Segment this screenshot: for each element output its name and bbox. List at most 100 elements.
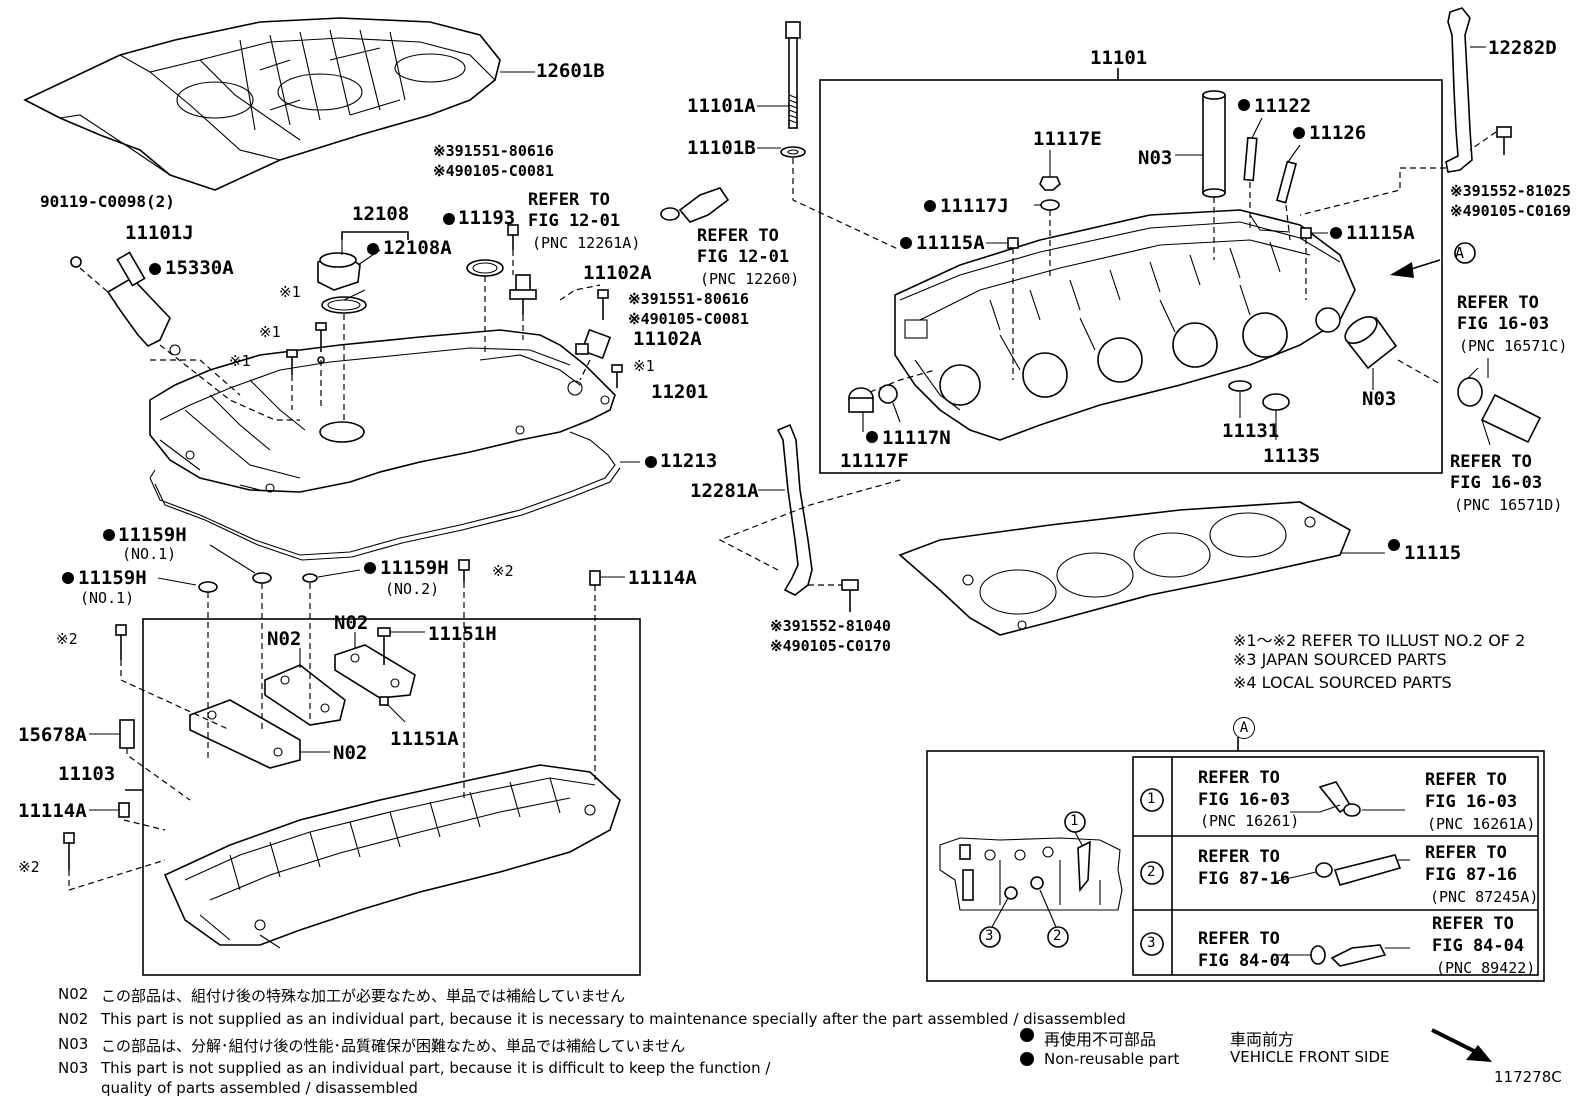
- table-row1-left2: FIG 16-03: [1198, 790, 1291, 810]
- camshaft-housing-box: [142, 618, 641, 976]
- label-no1-b: (NO.1): [80, 589, 135, 607]
- legend-front-en: VEHICLE FRONT SIDE: [1230, 1048, 1390, 1066]
- remark-2: ※3 JAPAN SOURCED PARTS: [1233, 650, 1447, 669]
- label-11117F: 11117F: [840, 450, 909, 472]
- label-11114A-b: 11114A: [18, 800, 87, 822]
- label-490105-C0169: ※490105-C0169: [1450, 202, 1571, 220]
- remark-3: ※4 LOCAL SOURCED PARTS: [1233, 673, 1452, 692]
- fuel-hose-16571: [1457, 367, 1542, 444]
- label-pnc-16571D: (PNC 16571D): [1454, 496, 1563, 514]
- non-reusable-markers: [62, 99, 1400, 584]
- table-row2-right3: (PNC 87245A): [1430, 888, 1539, 906]
- table-row2-left2: FIG 87-16: [1198, 869, 1291, 889]
- label-mark1-c: ※1: [229, 352, 251, 370]
- valve-guide-11126: [1275, 160, 1297, 204]
- label-11201: 11201: [651, 381, 709, 403]
- inset-callout-1: 1: [1070, 813, 1079, 829]
- label-11126: 11126: [1309, 122, 1367, 144]
- label-pnc-16571C: (PNC 16571C): [1459, 337, 1568, 355]
- label-mark2-b: ※2: [56, 630, 78, 648]
- label-15330A: 15330A: [165, 257, 234, 279]
- label-11131: 11131: [1222, 420, 1280, 442]
- camshaft-cap-N02-c: [334, 644, 416, 699]
- valve-guide-11122: [1243, 136, 1258, 182]
- detail-A-inset: [939, 837, 1123, 911]
- label-N03-a: N03: [1138, 147, 1173, 169]
- note-3-code: N03: [58, 1035, 89, 1053]
- note-2-text: This part is not supplied as an individu…: [101, 1010, 1126, 1028]
- legend-dot-jp: [1020, 1028, 1034, 1042]
- dowel-pin-11115A-right: [1300, 227, 1312, 239]
- label-12281A: 12281A: [690, 480, 759, 502]
- gasket-11213: [149, 431, 621, 561]
- label-fig-16-03-d: FIG 16-03: [1450, 473, 1543, 493]
- label-11159H-b: 11159H: [78, 567, 147, 589]
- label-11101: 11101: [1090, 47, 1148, 69]
- label-11135: 11135: [1263, 445, 1321, 467]
- table-row1-right1: REFER TO: [1425, 770, 1507, 790]
- label-refer-to-c: REFER TO: [1457, 293, 1539, 313]
- head-gasket-11115: [898, 501, 1352, 636]
- inset-callout-2: 2: [1053, 928, 1062, 944]
- label-fig-16-03-c: FIG 16-03: [1457, 314, 1550, 334]
- label-391552-81025: ※391552-81025: [1450, 182, 1571, 200]
- label-11159H-c: 11159H: [380, 557, 449, 579]
- valve-cover-bolts: [286, 289, 623, 388]
- label-fig-12-01-b: FIG 12-01: [697, 247, 790, 267]
- tube-N03: [1202, 90, 1226, 198]
- cam-position-sensor-11102A: [507, 224, 612, 360]
- label-11101J: 11101J: [125, 222, 194, 244]
- table-row1-left3: (PNC 16261): [1200, 812, 1300, 830]
- table-row1-left1: REFER TO: [1198, 768, 1280, 788]
- label-mark2-a: ※2: [492, 562, 514, 580]
- label-pnc-12260: (PNC 12260): [700, 270, 800, 288]
- table-row3-left1: REFER TO: [1198, 929, 1280, 949]
- note-4-code: N03: [58, 1059, 89, 1077]
- table-row3-right3: (PNC 89422): [1436, 959, 1536, 977]
- label-391551-80616-b: ※391551-80616: [628, 290, 749, 308]
- camshaft-cap-N02-a: [189, 699, 301, 769]
- label-391551-80616-a: ※391551-80616: [433, 142, 554, 160]
- label-11159H-a: 11159H: [118, 524, 187, 546]
- detail-A-box: [926, 750, 1545, 982]
- label-refer-to-d: REFER TO: [1450, 452, 1532, 472]
- label-11117J: 11117J: [940, 195, 1009, 217]
- table-row3-right2: FIG 84-04: [1432, 936, 1525, 956]
- plug-11159H-no1-left: [198, 581, 218, 593]
- label-11114A-a: 11114A: [628, 567, 697, 589]
- label-mark2-c: ※2: [18, 858, 40, 876]
- note-1-text: この部品は、組付け後の特殊な加工が必要なため、単品では補給していません: [101, 987, 626, 1005]
- engine-cover-12601B: [23, 17, 501, 191]
- label-refer-to-b: REFER TO: [697, 226, 779, 246]
- vehicle-front-arrow: [1431, 1028, 1492, 1062]
- label-11213: 11213: [660, 450, 718, 472]
- head-bolt-11101A: [780, 21, 806, 158]
- label-fig-12-01-a: FIG 12-01: [528, 211, 621, 231]
- table-row2-left1: REFER TO: [1198, 847, 1280, 867]
- label-11151H: 11151H: [428, 623, 497, 645]
- table-row3-num: 3: [1147, 935, 1156, 951]
- label-12601B: 12601B: [536, 60, 605, 82]
- cylinder-head-cover-11201: [149, 329, 616, 493]
- oil-filler-cap-12108: [317, 252, 367, 314]
- camshaft-housing-11103: [163, 764, 621, 949]
- label-490105-C0081-a: ※490105-C0081: [433, 162, 554, 180]
- label-11115A-a: 11115A: [916, 232, 985, 254]
- label-12108A: 12108A: [383, 237, 452, 259]
- label-N03-b: N03: [1362, 388, 1397, 410]
- label-11193: 11193: [458, 207, 516, 229]
- label-circle-A-b: A: [1233, 717, 1255, 739]
- remark-1: ※1～※2 REFER TO ILLUST NO.2 OF 2: [1233, 631, 1526, 650]
- gasket-11135: [1262, 393, 1290, 411]
- label-15678A: 15678A: [18, 724, 87, 746]
- label-mark1-b: ※1: [259, 323, 281, 341]
- label-N02-b: N02: [334, 612, 369, 634]
- label-11102A-a: 11102A: [583, 262, 652, 284]
- bracket-12282D: [1445, 7, 1512, 173]
- label-391552-81040: ※391552-81040: [770, 617, 891, 635]
- table-row1-right3: (PNC 16261A): [1427, 815, 1536, 833]
- label-N02-a: N02: [267, 628, 302, 650]
- plug-11159H-no1-right: [252, 572, 272, 584]
- camshaft-cap-N02-b: [264, 664, 346, 726]
